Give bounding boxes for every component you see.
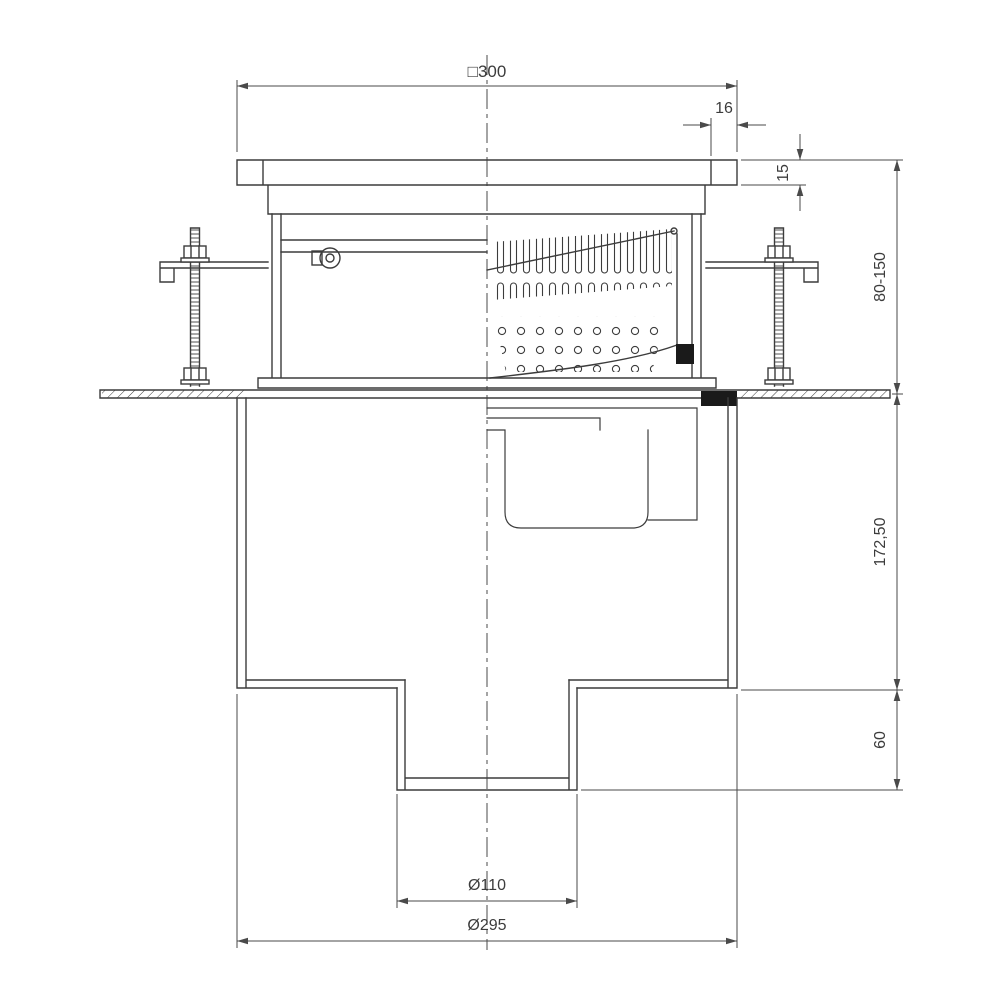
dimension-outlet-length: 60 — [581, 690, 903, 791]
flange-seal — [701, 391, 737, 406]
left-lower-nut — [183, 367, 207, 381]
dimension-label-body-diameter: Ø295 — [467, 917, 506, 934]
lower-body — [236, 397, 738, 689]
clamp-bolt — [311, 247, 341, 269]
left-bracket — [159, 261, 269, 283]
dimension-label-outlet-diameter: Ø110 — [468, 877, 506, 894]
odour-trap — [486, 407, 698, 529]
left-mounting-rod — [159, 227, 269, 387]
dimension-body-diameter: Ø295 — [236, 694, 738, 948]
dimension-label-outlet-length: 60 — [872, 731, 889, 749]
dimension-frame-height: 15 — [741, 134, 806, 211]
dimension-label-adjustment-range: 80-150 — [872, 252, 889, 302]
dimensions: □300 16 15 80-150 172,50 — [236, 62, 903, 948]
right-mounting-rod — [705, 227, 819, 387]
upper-body — [257, 213, 717, 389]
strainer-slots — [492, 229, 672, 300]
dimension-adjustment-range: 80-150 — [741, 159, 903, 395]
dimension-top-width: □300 — [236, 62, 738, 152]
drain-body — [99, 159, 891, 791]
strainer-basket — [486, 227, 678, 379]
dimension-label-frame-height: 15 — [775, 164, 792, 182]
body-seal — [676, 344, 694, 364]
outlet-spigot — [396, 679, 578, 791]
dimension-label-body-height: 172,50 — [872, 517, 889, 566]
dimension-outlet-diameter: Ø110 — [396, 794, 578, 908]
dimension-frame-edge: 16 — [683, 100, 766, 156]
right-lower-nut — [767, 367, 791, 381]
right-bracket — [705, 261, 819, 283]
left-upper-nut — [183, 245, 207, 259]
dimension-body-height: 172,50 — [741, 394, 903, 691]
strainer-holes — [494, 316, 666, 372]
clamping-flange — [99, 344, 891, 406]
right-upper-nut — [767, 245, 791, 259]
top-frame — [236, 159, 738, 215]
dimension-label-frame-edge: 16 — [715, 100, 733, 117]
dimension-label-top-width: □300 — [468, 62, 507, 81]
